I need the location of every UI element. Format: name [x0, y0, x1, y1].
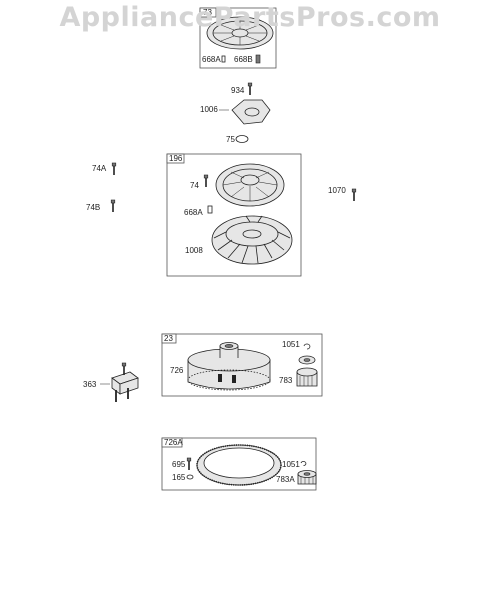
label-74: 74: [190, 181, 199, 190]
label-165: 165: [172, 473, 186, 482]
washer-75: [235, 135, 249, 143]
label-1070: 1070: [328, 186, 346, 195]
bracket-363-part[interactable]: [111, 362, 139, 402]
spacer-668A-top: [221, 55, 226, 63]
clip-1051-a: [303, 343, 311, 350]
group-23-tab: [161, 333, 177, 344]
flywheel-fan-1008-part[interactable]: [211, 215, 293, 265]
screen-196-part[interactable]: [215, 163, 285, 207]
label-783: 783: [279, 376, 293, 385]
label-1051-b: 1051: [282, 460, 300, 469]
group-196: 196 74 668A 1008: [166, 153, 302, 277]
screen-73-part[interactable]: [206, 16, 274, 50]
screw-74A: [111, 162, 117, 176]
gear-783A-part[interactable]: [297, 470, 317, 485]
label-668B: 668B: [234, 55, 253, 64]
label-934: 934: [231, 86, 245, 95]
label-75: 75: [226, 135, 235, 144]
group-196-box: [166, 153, 302, 277]
label-726A: 726A: [164, 438, 183, 447]
flywheel-726-part[interactable]: [187, 342, 271, 391]
label-1051-a: 1051: [282, 340, 300, 349]
clip-1051-b: [300, 461, 307, 466]
ring-gear-726A-part[interactable]: [196, 444, 282, 486]
label-1006: 1006: [200, 105, 218, 114]
label-783A: 783A: [276, 475, 295, 484]
screw-668B: [255, 54, 261, 64]
label-363: 363: [83, 380, 97, 389]
washer-165: [186, 474, 194, 480]
screw-74: [203, 174, 209, 188]
group-73: 73 668A 668B: [199, 7, 277, 69]
label-73: 73: [203, 8, 212, 17]
label-23: 23: [164, 334, 173, 343]
spacer-668A-mid: [207, 205, 213, 214]
label-695: 695: [172, 460, 186, 469]
group-726A: 726A 695 165 1051 783A: [161, 437, 317, 491]
sprocket-783-part[interactable]: [296, 355, 318, 387]
screw-74B: [110, 199, 116, 213]
label-196: 196: [169, 154, 183, 163]
group-23: 23 726 1051 783: [161, 333, 323, 397]
group-726A-box: [161, 437, 317, 491]
label-668A-top: 668A: [202, 55, 221, 64]
screw-934: [247, 82, 253, 96]
screw-695: [186, 457, 192, 471]
label-668A-mid: 668A: [184, 208, 203, 217]
label-74A: 74A: [92, 164, 107, 173]
group-726A-tab: [161, 437, 183, 448]
label-1008: 1008: [185, 246, 203, 255]
group-73-box: [199, 7, 277, 69]
screw-1070: [351, 188, 357, 202]
group-73-tab: [199, 7, 217, 18]
plate-1006-part[interactable]: [231, 99, 271, 125]
label-74B: 74B: [86, 203, 100, 212]
label-726: 726: [170, 366, 184, 375]
group-23-box: [161, 333, 323, 397]
group-196-tab: [166, 153, 185, 164]
